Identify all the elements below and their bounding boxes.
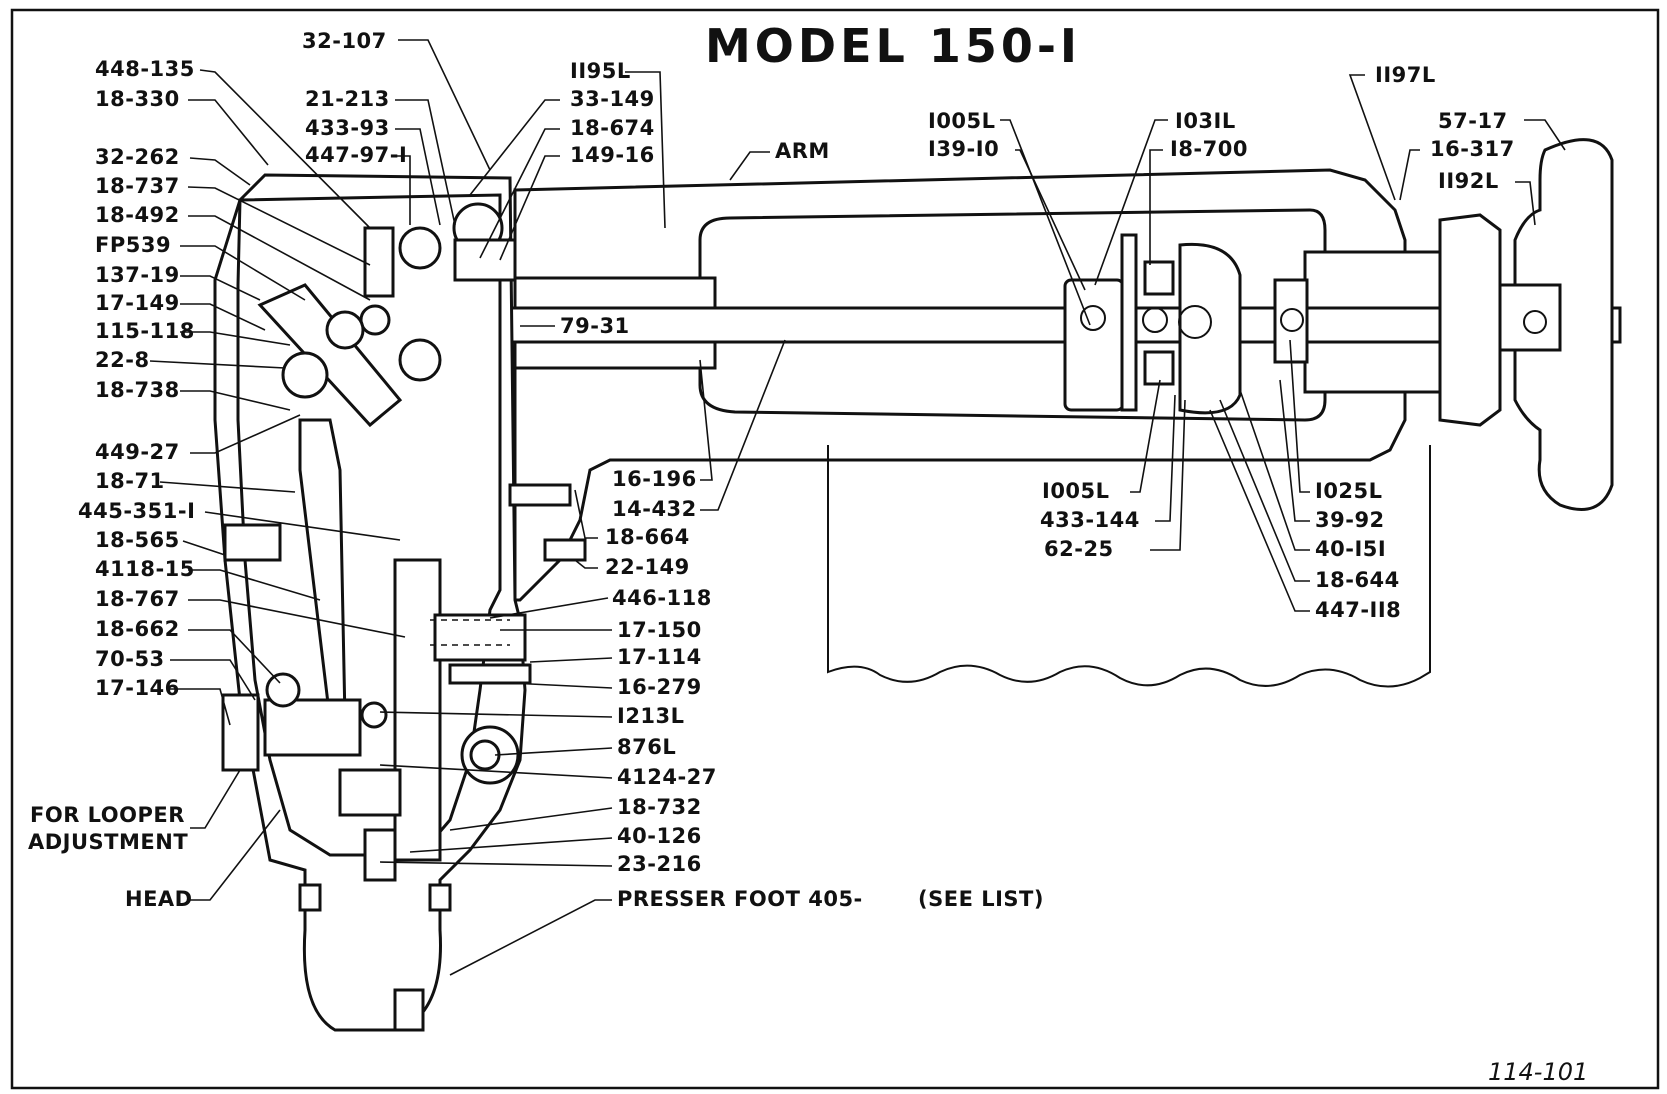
callout-1213l: I213L xyxy=(617,704,685,728)
callout-18-330: 18-330 xyxy=(95,87,180,111)
callout-137-19: 137-19 xyxy=(95,263,180,287)
callout-876l: 876L xyxy=(617,735,676,759)
center-callouts: 16-196 14-432 18-664 22-149 446-118 17-1… xyxy=(605,467,1044,911)
callout-32-262: 32-262 xyxy=(95,145,180,169)
callout-22-8: 22-8 xyxy=(95,348,150,372)
callout-149-16: 149-16 xyxy=(570,143,655,167)
callout-17-150: 17-150 xyxy=(617,618,702,642)
callout-1005l-top: I005L xyxy=(928,109,996,133)
main-shaft xyxy=(368,250,1622,394)
callout-62-25: 62-25 xyxy=(1044,537,1114,561)
callout-448-135: 448-135 xyxy=(95,57,195,81)
callout-18-71: 18-71 xyxy=(95,469,165,493)
center-leader-lines xyxy=(379,339,786,976)
callout-70-53: 70-53 xyxy=(95,647,165,671)
callout-18-662: 18-662 xyxy=(95,617,180,641)
callout-79-31: 79-31 xyxy=(560,314,630,338)
callout-433-144: 433-144 xyxy=(1040,508,1140,532)
top-callouts: 32-107 21-213 433-93 447-97-I II95L 33-1… xyxy=(302,29,830,338)
shaft-collars xyxy=(1063,233,1309,415)
left-callouts: 448-135 18-330 32-262 18-737 18-492 FP53… xyxy=(28,57,195,911)
callout-1025l: I025L xyxy=(1315,479,1383,503)
callout-446-118: 446-118 xyxy=(612,586,712,610)
callout-for-looper: FOR LOOPER xyxy=(30,803,185,827)
callout-22-149: 22-149 xyxy=(605,555,690,579)
callout-1192l: II92L xyxy=(1438,169,1499,193)
callout-fp539: FP539 xyxy=(95,233,171,257)
drawing-title: MODEL 150-I xyxy=(705,19,1081,73)
head-casting xyxy=(213,173,587,1032)
drawing-number: 114-101 xyxy=(1488,1058,1588,1086)
callout-17-149: 17-149 xyxy=(95,291,180,315)
callout-433-93: 433-93 xyxy=(305,116,390,140)
right-callouts: I005L I39-I0 I03IL I8-700 II97L 57-17 16… xyxy=(928,63,1515,622)
callout-447-118: 447-II8 xyxy=(1315,598,1401,622)
handwheel xyxy=(1438,138,1614,511)
left-leader-lines xyxy=(149,69,406,901)
callout-adjustment: ADJUSTMENT xyxy=(28,830,188,854)
right-leader-lines xyxy=(1000,74,1566,612)
callout-18-700: I8-700 xyxy=(1170,137,1248,161)
callout-449-27: 449-27 xyxy=(95,440,180,464)
callout-115-118: 115-118 xyxy=(95,319,195,343)
callout-18-737: 18-737 xyxy=(95,174,180,198)
callout-16-196: 16-196 xyxy=(612,467,697,491)
callout-1031l: I03IL xyxy=(1175,109,1236,133)
callout-arm: ARM xyxy=(775,139,830,163)
callout-1005l-bottom: I005L xyxy=(1042,479,1110,503)
callout-18-738: 18-738 xyxy=(95,378,180,402)
callout-16-317: 16-317 xyxy=(1430,137,1515,161)
callout-presser-foot: PRESSER FOOT 405- xyxy=(617,887,863,911)
callout-18-644: 18-644 xyxy=(1315,568,1400,592)
callout-head: HEAD xyxy=(125,887,193,911)
callout-18-674: 18-674 xyxy=(570,116,655,140)
callout-40-126: 40-126 xyxy=(617,824,702,848)
callout-17-114: 17-114 xyxy=(617,645,702,669)
callout-40-151: 40-I5I xyxy=(1315,537,1386,561)
callout-445-351-1: 445-351-I xyxy=(78,499,195,523)
callout-1195l: II95L xyxy=(570,59,631,83)
callout-18-767: 18-767 xyxy=(95,587,180,611)
callout-32-107: 32-107 xyxy=(302,29,387,53)
callout-39-92: 39-92 xyxy=(1315,508,1385,532)
callout-16-279: 16-279 xyxy=(617,675,702,699)
callout-57-17: 57-17 xyxy=(1438,109,1508,133)
callout-21-213: 21-213 xyxy=(305,87,390,111)
callout-18-565: 18-565 xyxy=(95,528,180,552)
callout-139-10: I39-I0 xyxy=(928,137,999,161)
callout-23-216: 23-216 xyxy=(617,852,702,876)
callout-1197l: II97L xyxy=(1375,63,1436,87)
callout-4124-27: 4124-27 xyxy=(617,765,717,789)
callout-14-432: 14-432 xyxy=(612,497,697,521)
callout-18-664: 18-664 xyxy=(605,525,690,549)
callout-see-list: (SEE LIST) xyxy=(918,887,1044,911)
callout-33-149: 33-149 xyxy=(570,87,655,111)
callout-17-146: 17-146 xyxy=(95,676,180,700)
callout-18-732: 18-732 xyxy=(617,795,702,819)
callout-4118-15: 4118-15 xyxy=(95,557,195,581)
callout-447-97-1: 447-97-I xyxy=(305,143,407,167)
top-leader-lines xyxy=(395,39,770,327)
sheet-border xyxy=(10,8,1660,1090)
callout-18-492: 18-492 xyxy=(95,203,180,227)
